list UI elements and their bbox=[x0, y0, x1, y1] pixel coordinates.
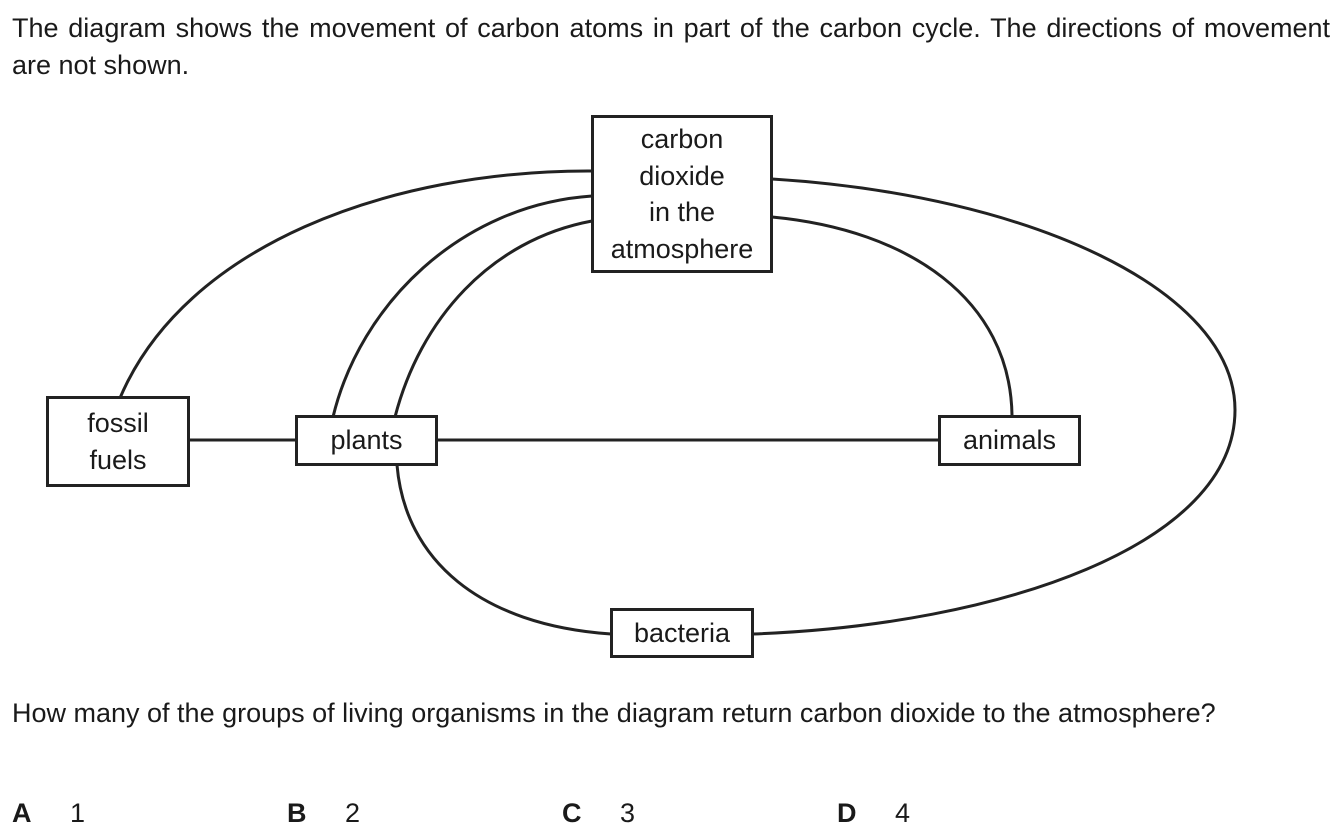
option-c-letter: C bbox=[562, 798, 582, 828]
bacteria-label: bacteria bbox=[633, 617, 731, 648]
option-a-letter: A bbox=[12, 798, 32, 828]
link-plants-bacteria bbox=[395, 464, 612, 636]
link-atmosphere-animals bbox=[771, 215, 1014, 416]
atmosphere-label-line-1: carbon bbox=[640, 124, 724, 154]
option-c-value: 3 bbox=[620, 798, 636, 828]
fossil-fuels-label-line-2: fuels bbox=[89, 444, 147, 475]
plants-label: plants bbox=[330, 425, 403, 456]
option-b-letter: B bbox=[287, 798, 307, 828]
animals-label: animals bbox=[962, 425, 1057, 456]
bacteria-box: bacteria bbox=[610, 608, 754, 658]
link-atmosphere-fossil-fuels bbox=[118, 169, 593, 399]
question-text: How many of the groups of living organis… bbox=[12, 698, 1216, 728]
atmosphere-label-line-2: dioxide bbox=[639, 160, 725, 191]
fossil-fuels-box: fossil fuels bbox=[46, 396, 190, 487]
option-a-value: 1 bbox=[70, 798, 86, 828]
animals-box: animals bbox=[938, 415, 1081, 466]
atmosphere-label-line-3: in the bbox=[648, 197, 716, 227]
atmosphere-box: carbon dioxide in the atmosphere bbox=[591, 115, 773, 273]
fossil-fuels-label-line-1: fossil bbox=[87, 408, 149, 438]
plants-box: plants bbox=[295, 415, 438, 466]
option-b-value: 2 bbox=[345, 798, 361, 828]
option-d-letter: D bbox=[837, 798, 857, 828]
option-d-value: 4 bbox=[895, 798, 911, 828]
link-atmosphere-plants bbox=[331, 194, 593, 418]
intro-text: The diagram shows the movement of carbon… bbox=[12, 13, 1330, 80]
link-atmosphere-bacteria bbox=[752, 177, 1237, 636]
atmosphere-label-line-4: atmosphere bbox=[610, 233, 754, 264]
link-atmosphere-plants-second bbox=[393, 219, 593, 418]
